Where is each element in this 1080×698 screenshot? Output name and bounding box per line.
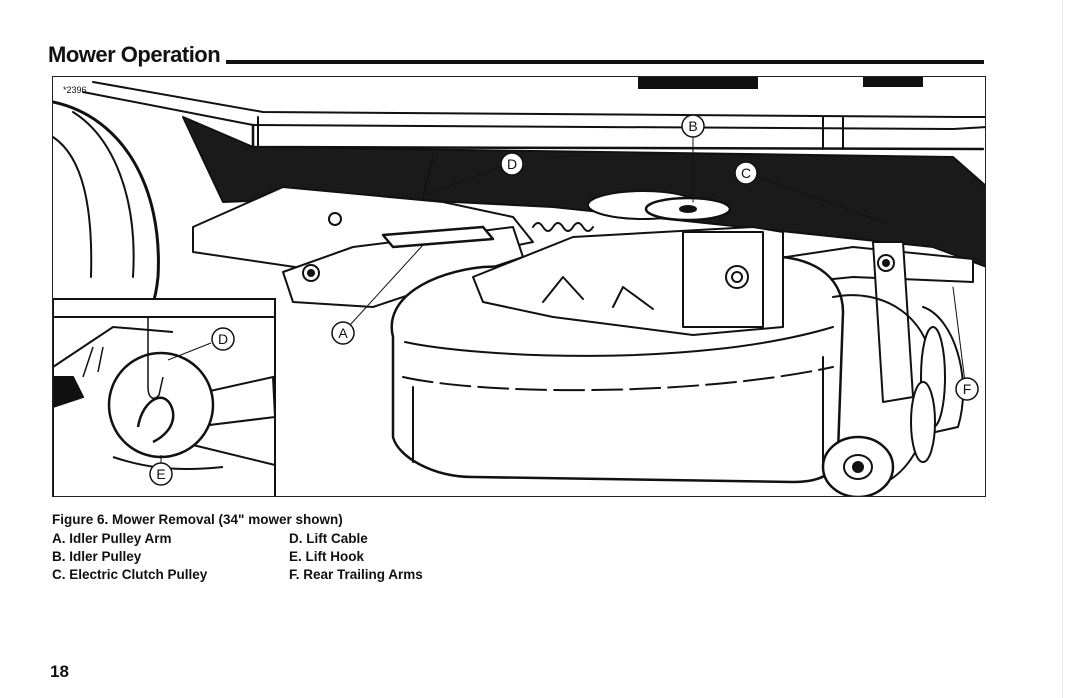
page-edge-line: [1062, 0, 1063, 698]
inset-callout-e-label: E: [156, 466, 165, 482]
legend-item-e: E. Lift Hook: [289, 549, 364, 564]
callout-d-label: D: [507, 156, 517, 172]
inset-callout-d: D: [211, 327, 235, 351]
header-rule: [48, 60, 984, 64]
section-header: Mower Operation: [48, 42, 984, 72]
callout-c-label: C: [741, 165, 751, 181]
page-number: 18: [50, 662, 69, 681]
callout-layer: A B C D F D E: [149, 114, 979, 486]
section-title: Mower Operation: [48, 42, 227, 68]
legend-item-a: A. Idler Pulley Arm: [52, 531, 172, 546]
legend-item-b: B. Idler Pulley: [52, 549, 142, 564]
callout-b: B: [681, 114, 705, 138]
legend-left-column: A. Idler Pulley Arm B. Idler Pulley C. E…: [52, 530, 207, 584]
legend-item-f: F. Rear Trailing Arms: [289, 567, 423, 582]
inset-callout-d-label: D: [218, 331, 228, 347]
inset-callout-e: E: [149, 462, 173, 486]
legend-item-c: C. Electric Clutch Pulley: [52, 567, 208, 582]
figure-illustration: *2396: [52, 76, 986, 497]
legend-right-column: D. Lift Cable E. Lift Hook F. Rear Trail…: [289, 530, 423, 584]
callout-f: F: [955, 377, 979, 401]
figure-number: *2396: [63, 85, 87, 95]
mower-drawing: [53, 77, 985, 496]
callout-a: A: [331, 321, 355, 345]
legend-item-d: D. Lift Cable: [289, 531, 368, 546]
callout-f-label: F: [963, 381, 972, 397]
callout-b-label: B: [688, 118, 697, 134]
figure-caption: Figure 6. Mower Removal (34" mower shown…: [52, 512, 343, 527]
callout-c: C: [734, 161, 758, 185]
callout-d: D: [500, 152, 524, 176]
callout-a-label: A: [338, 325, 348, 341]
